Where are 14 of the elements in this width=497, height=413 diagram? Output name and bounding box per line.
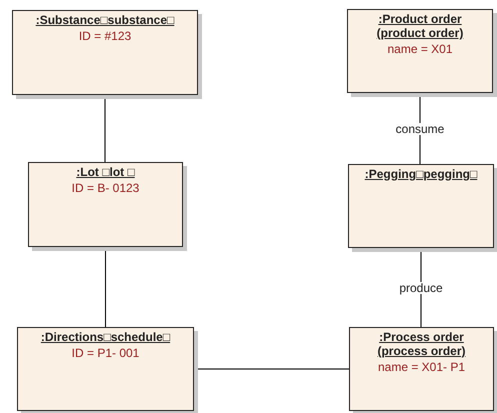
attribute-text: ID = #123 (78, 29, 132, 43)
object-title: :Product order (product order) (376, 12, 464, 40)
object-title: :Process order (process order) (376, 330, 467, 358)
edge-label: consume (394, 122, 446, 134)
object-title: :Pegging□pegging□ (364, 167, 478, 181)
attribute-text: name = X01- P1 (378, 360, 466, 374)
attribute-text: name = X01 (387, 42, 453, 56)
object-title: :Substance□substance□ (34, 13, 176, 27)
object-title: :Lot □lot □ (75, 165, 136, 179)
object-title: :Directions□schedule□ (40, 330, 172, 344)
edge-label: produce (397, 282, 445, 294)
object-box (349, 327, 494, 411)
attribute-text: ID = P1- 001 (72, 346, 140, 360)
attribute-text: ID = B- 0123 (72, 181, 140, 195)
